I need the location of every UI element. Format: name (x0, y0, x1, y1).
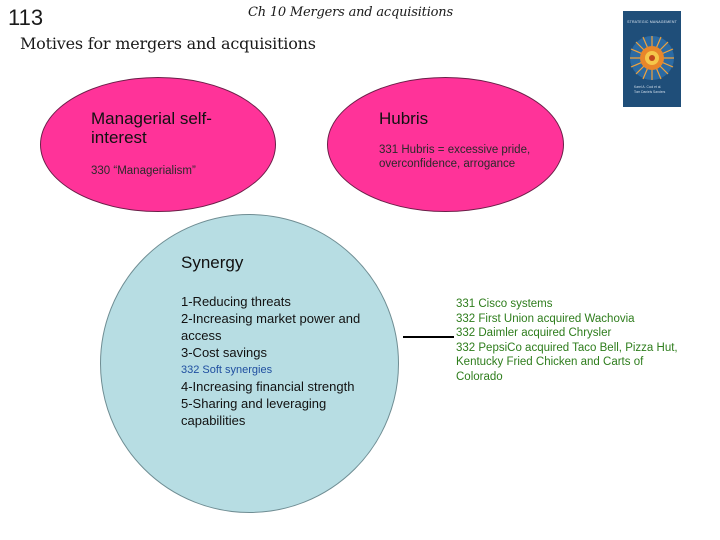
book-title: STRATEGIC MANAGEMENT (627, 20, 677, 24)
managerial-ellipse (40, 77, 276, 212)
managerial-title: Managerial self-interest (91, 109, 212, 147)
synergy-title: Synergy (181, 253, 244, 272)
example-item: 332 First Union acquired Wachovia (456, 312, 635, 325)
chapter-title: Ch 10 Mergers and acquisitions (248, 5, 453, 20)
example-item: 332 PepsiCo acquired Taco Bell, Pizza Hu… (456, 341, 678, 383)
hubris-ellipse (327, 77, 564, 212)
synergy-list: 1-Reducing threats 2-Increasing market p… (181, 293, 381, 429)
examples-list: 331 Cisco systems 332 First Union acquir… (456, 297, 691, 384)
synergy-item: 4-Increasing financial strength (181, 379, 355, 394)
managerial-note: 330 “Managerialism” (91, 165, 196, 177)
synergy-circle (100, 214, 399, 513)
example-item: 331 Cisco systems (456, 298, 553, 310)
synergy-item: 1-Reducing threats (181, 294, 291, 309)
synergy-item: 2-Increasing market power and access (181, 311, 361, 343)
connector-line (403, 336, 454, 338)
sunburst-graphic (630, 36, 674, 80)
soft-synergies-note: 332 Soft synergies (181, 364, 273, 376)
slide-subtitle: Motives for mergers and acquisitions (20, 34, 316, 53)
page-number: 113 (8, 5, 44, 30)
example-item: 332 Daimler acquired Chrysler (456, 327, 612, 339)
hubris-title: Hubris (379, 109, 429, 128)
synergy-item: 5-Sharing and leveraging capabilities (181, 396, 327, 428)
book-authors: Karel A. Cool et al. Tom Daniels Sanders (634, 85, 666, 94)
book-cover-image: STRATEGIC MANAGEMENT Karel A. Cool et al… (623, 11, 681, 107)
synergy-item: 3-Cost savings (181, 345, 267, 360)
hubris-note: 331 Hubris = excessive pride, overconfid… (379, 144, 531, 170)
